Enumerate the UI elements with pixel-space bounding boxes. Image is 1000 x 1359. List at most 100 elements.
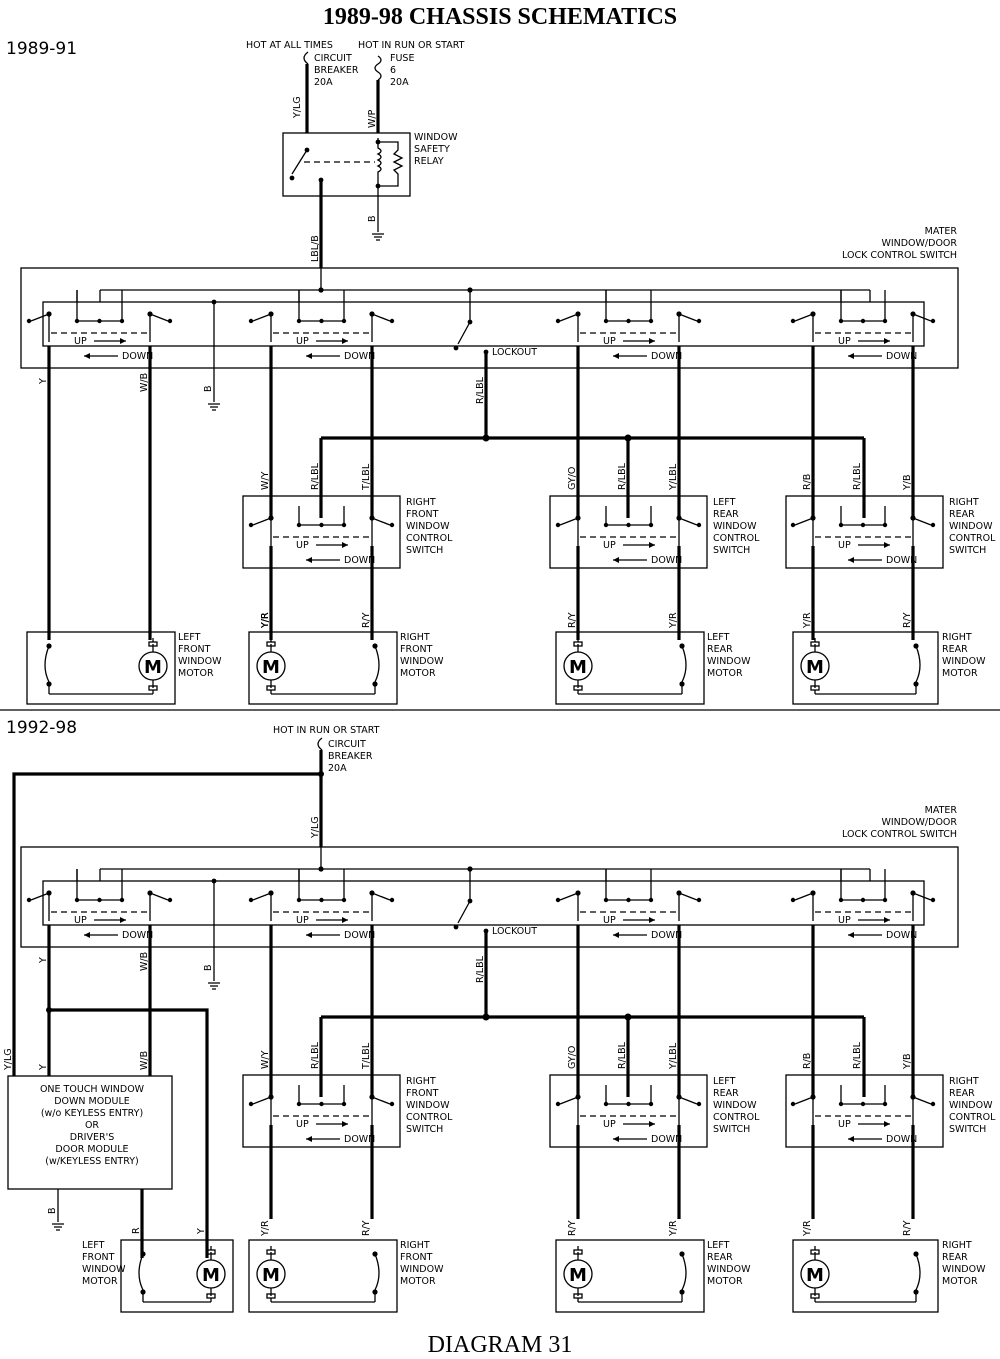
s1-remote-switch-2-down-label: DOWN bbox=[886, 555, 917, 566]
wire-label: Y/R bbox=[260, 612, 271, 629]
s2-master-switch-2-up-label: UP bbox=[603, 915, 616, 926]
s1-motor-rr-box bbox=[792, 631, 939, 705]
s2-motor-lr-motor-symbol: M bbox=[569, 1265, 587, 1286]
wire-label: GY/O bbox=[567, 467, 578, 490]
s1-motor-wire-label: Y/R bbox=[802, 612, 813, 629]
s2-motor-rf-contact bbox=[372, 1289, 378, 1295]
wire-label-wb-mod: W/B bbox=[139, 1051, 150, 1070]
s1-remote-switch-label-0: SWITCH bbox=[406, 545, 443, 556]
s1-motor-lr-box bbox=[555, 631, 705, 705]
s1-motor-lr-motor-symbol: M bbox=[569, 657, 587, 678]
s2-motor-label-lf: WINDOW bbox=[82, 1264, 126, 1275]
wire-label: Y/R bbox=[260, 612, 271, 629]
s1-master-switch-3-contact bbox=[930, 318, 936, 324]
wire-label: Y/B bbox=[902, 1053, 913, 1070]
s1-master-switch-3-up-arrow-head bbox=[884, 338, 890, 344]
s2-master-switch-0-contact bbox=[26, 897, 32, 903]
s2-master-switch-1-down-arrow-head bbox=[306, 932, 312, 938]
s2-remote-switch-box bbox=[549, 1074, 708, 1148]
s2-bus-junction bbox=[482, 1013, 490, 1021]
s1-motor-lf-contact bbox=[46, 681, 52, 687]
s1-master-switch-3-contact bbox=[790, 318, 796, 324]
s2-motor-lr-contact bbox=[679, 1289, 685, 1295]
wire-label: Y/B bbox=[902, 474, 913, 491]
s1-motor-label-rf: RIGHT bbox=[400, 632, 430, 643]
s1-remote-switch-1-up-label: UP bbox=[603, 540, 616, 551]
wire-label: T/LBL bbox=[361, 1042, 372, 1070]
s2-remote-switch-0-contact bbox=[389, 1101, 395, 1107]
wire-label-y-mod: Y bbox=[38, 1064, 49, 1071]
s2-motor-label-rf: FRONT bbox=[400, 1252, 433, 1263]
s1-motor-label-rf: MOTOR bbox=[400, 668, 436, 679]
s2-y-motor-wire bbox=[49, 1008, 209, 1258]
s2-motor-label-lf: MOTOR bbox=[82, 1276, 118, 1287]
s1-master-switch-1-up-label: UP bbox=[296, 336, 309, 347]
s1-master-switch-3-blade-right bbox=[912, 313, 932, 322]
s2-remote-switch-label-0: CONTROL bbox=[406, 1112, 453, 1123]
s1-master-switch-0-up-label: UP bbox=[74, 336, 87, 347]
circuit-breaker-symbol bbox=[303, 51, 309, 65]
one-touch-module-label: DRIVER'S bbox=[70, 1132, 114, 1143]
wire-label-ylg: Y/LG bbox=[292, 96, 303, 119]
relay-resistor bbox=[378, 141, 404, 187]
s2-master-switch-2-up-arrow-head bbox=[649, 917, 655, 923]
wire-label-y-2: Y bbox=[38, 957, 49, 964]
s1-bus-dot bbox=[318, 287, 324, 293]
s2-remote-switch-label-0: WINDOW bbox=[406, 1100, 450, 1111]
hot-at-all-times-label: HOT AT ALL TIMES bbox=[246, 40, 333, 51]
s2-remote-switch-2-blade-left bbox=[794, 1096, 814, 1105]
one-touch-module-label: (w/o KEYLESS ENTRY) bbox=[41, 1108, 143, 1119]
wire-label-wb: W/B bbox=[139, 373, 150, 392]
wire-label: R/LBL bbox=[852, 462, 863, 490]
wire-label: W/Y bbox=[260, 1050, 271, 1069]
s1-motor-rf-limit-switch bbox=[374, 645, 380, 683]
s1-remote-switch-2-down-arrow-head bbox=[848, 557, 854, 563]
s1-remote-switch-label-1: CONTROL bbox=[713, 533, 760, 544]
wire-label-rlbl: R/LBL bbox=[475, 955, 486, 983]
s2-remote-switch-1-blade-left bbox=[559, 1096, 579, 1105]
window-safety-relay-label: RELAY bbox=[414, 156, 444, 167]
wire-label-y: Y bbox=[38, 378, 49, 385]
s1-motor-lr-contact bbox=[679, 643, 685, 649]
wire-label-b: B bbox=[203, 385, 214, 392]
s1-motor-wire-label: Y/R bbox=[260, 612, 271, 629]
s1-remote-switch-1-contact bbox=[696, 522, 702, 528]
s2-motor-label-lr: REAR bbox=[707, 1252, 733, 1263]
s1-motor-label-rr: RIGHT bbox=[942, 632, 972, 643]
ground-icon bbox=[208, 403, 220, 411]
one-touch-module-label: (w/KEYLESS ENTRY) bbox=[45, 1156, 139, 1167]
s1-master-switch-2-up-label: UP bbox=[603, 336, 616, 347]
one-touch-module-label: ONE TOUCH WINDOW bbox=[40, 1084, 145, 1095]
s1-motor-label-lf: FRONT bbox=[178, 644, 211, 655]
s2-motor-label-lf: LEFT bbox=[82, 1240, 105, 1251]
s2-master-switch-label: MATER bbox=[925, 805, 958, 816]
s1-remote-switch-1-blade-left bbox=[559, 517, 579, 526]
s2-motor-label-rr: RIGHT bbox=[942, 1240, 972, 1251]
s2-master-switch-3-blade-left bbox=[794, 892, 814, 901]
s2-master-switch-2-blade-right bbox=[678, 892, 698, 901]
s2-master-switch-0-down-label: DOWN bbox=[122, 930, 153, 941]
s2-master-switch-1-blade-right bbox=[371, 892, 391, 901]
s1-remote-switch-0-down-label: DOWN bbox=[344, 555, 375, 566]
s1-motor-label-rr: WINDOW bbox=[942, 656, 986, 667]
s2-remote-switch-2-down-label: DOWN bbox=[886, 1134, 917, 1145]
s2-remote-switch-1-down-label: DOWN bbox=[651, 1134, 682, 1145]
s1-motor-wire-label: R/Y bbox=[361, 612, 372, 628]
circuit-breaker-label: BREAKER bbox=[314, 65, 359, 76]
s2-remote-switch-2-blade-right bbox=[912, 1096, 932, 1105]
wire-label-wp: W/P bbox=[367, 109, 378, 128]
wire-label-y-motor: Y bbox=[196, 1228, 207, 1235]
s2-remote-switch-1-up-arrow-head bbox=[649, 1121, 655, 1127]
s2-remote-switch-label-1: SWITCH bbox=[713, 1124, 750, 1135]
s1-motor-lf-contact bbox=[46, 643, 52, 649]
wire-label: R/LBL bbox=[617, 1041, 628, 1069]
s1-motor-label-rf: WINDOW bbox=[400, 656, 444, 667]
s2-remote-switch-box bbox=[785, 1074, 944, 1148]
s1-motor-lr-contact bbox=[679, 681, 685, 687]
hot-in-run-label: HOT IN RUN OR START bbox=[358, 40, 465, 51]
s2-motor-label-lr: LEFT bbox=[707, 1240, 730, 1251]
window-safety-relay-label: SAFETY bbox=[414, 144, 450, 155]
s2-motor-rf-contact bbox=[372, 1251, 378, 1257]
s1-motor-lf-motor-symbol: M bbox=[144, 657, 162, 678]
s2-remote-switch-label-0: SWITCH bbox=[406, 1124, 443, 1135]
